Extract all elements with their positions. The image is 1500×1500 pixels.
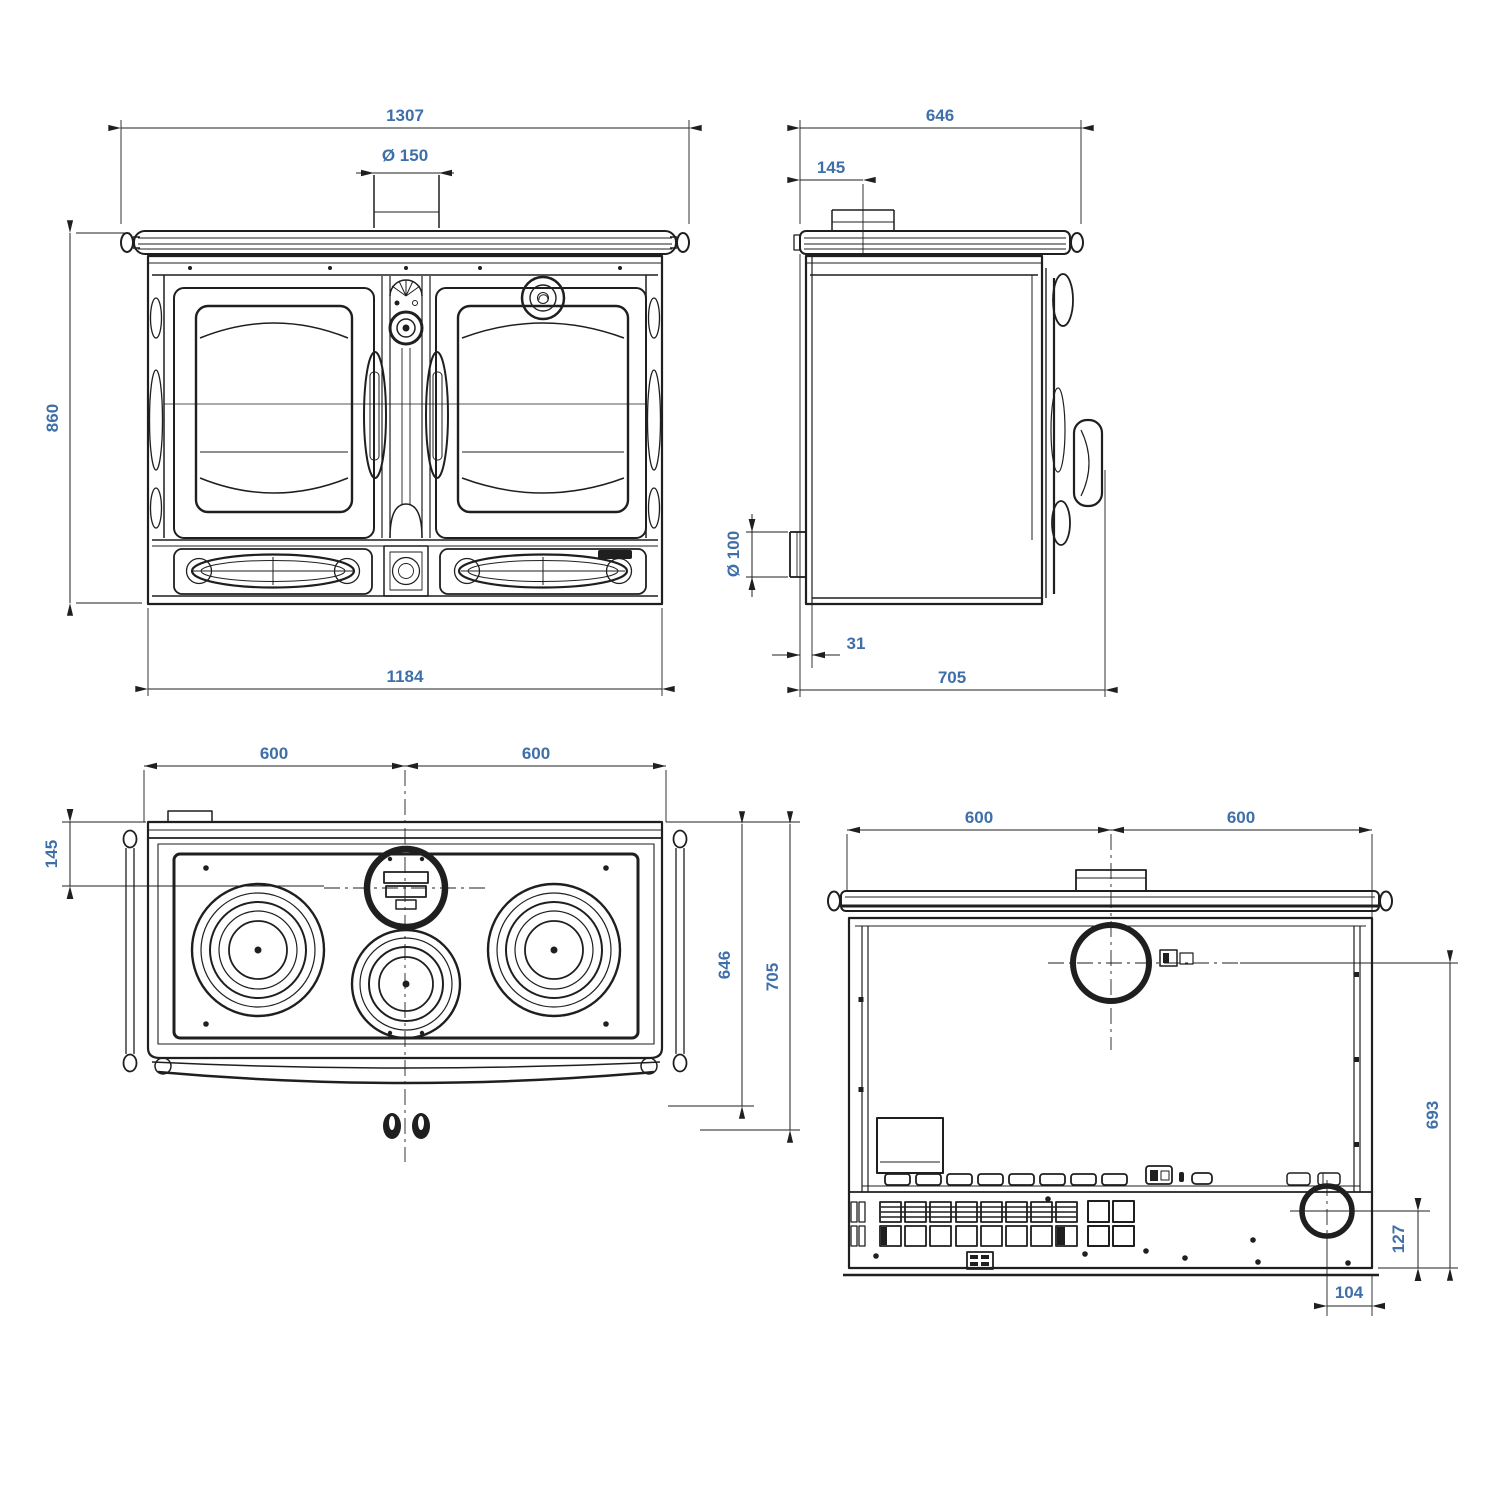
dim-side-flue-offset: 145 (817, 158, 845, 177)
rear-vent-row (884, 1165, 1341, 1186)
top-front-bumper (151, 1057, 661, 1085)
rear-junction-box (876, 1117, 944, 1174)
top-side-rail-right (672, 829, 688, 1073)
front-dimensions: 1307 Ø 150 860 1184 (43, 106, 702, 696)
dim-front-body-width: 1184 (387, 667, 424, 686)
oven-thermometer (520, 275, 566, 321)
side-view: 646 145 Ø 100 31 705 (724, 106, 1118, 697)
rear-smoke-outlet (1299, 1180, 1355, 1244)
top-side-rail-left (122, 829, 138, 1073)
rail-knob-left (120, 232, 140, 253)
top-door-knobs (383, 1113, 430, 1139)
burner-right (486, 882, 622, 1018)
damper-lever (167, 810, 213, 822)
air-control-knob (388, 310, 424, 346)
dim-rear-outlet-height: 127 (1389, 1225, 1408, 1253)
dim-top-right-half: 600 (522, 744, 550, 763)
dim-side-outlet-diameter: Ø 100 (724, 531, 743, 577)
rail-knob-right (1379, 890, 1393, 912)
burner-left (190, 882, 326, 1018)
rail-knob-right (670, 232, 690, 253)
dim-front-flue-diameter: Ø 150 (382, 146, 428, 165)
rear-flue-hole (1070, 922, 1194, 1004)
dim-top-overall-depth: 705 (763, 963, 782, 991)
rear-view: 600 600 693 127 104 (827, 808, 1458, 1316)
burner-center (350, 928, 462, 1040)
side-door-profile (1045, 268, 1104, 598)
dim-side-rear-offset: 31 (847, 634, 866, 653)
front-view: 1307 Ø 150 860 1184 (43, 106, 702, 696)
rear-vent-grid (850, 1196, 1351, 1270)
hinge-lower (1051, 500, 1071, 546)
front-center-column (381, 276, 431, 539)
front-drawer-band (152, 539, 658, 597)
front-door-handles (363, 351, 449, 479)
side-smoke-outlet (789, 531, 806, 578)
rear-towel-rail (827, 890, 1393, 912)
rail-knob-left (827, 890, 841, 912)
rear-body (843, 916, 1379, 1277)
dim-side-overall-depth: 705 (938, 668, 966, 687)
dim-side-top-depth: 646 (926, 106, 954, 125)
right-drawer (439, 548, 647, 595)
side-flue-stub (831, 209, 895, 231)
dim-front-overall-height: 860 (43, 404, 62, 432)
dim-top-left-half: 600 (260, 744, 288, 763)
dim-front-overall-width: 1307 (386, 106, 424, 125)
dim-rear-outlet-from-right: 104 (1335, 1283, 1364, 1302)
dim-rear-flue-height: 693 (1423, 1101, 1442, 1129)
front-right-oven-door (435, 275, 647, 539)
top-dimensions: 600 600 145 646 705 (42, 744, 800, 1162)
rail-knob-side (1070, 232, 1084, 253)
side-towel-rail (793, 230, 1084, 255)
side-body (804, 254, 1044, 606)
side-dimensions: 646 145 Ø 100 31 705 (724, 106, 1118, 697)
center-ash-panel (383, 545, 429, 597)
top-flue-collar (324, 845, 488, 931)
left-drawer (173, 548, 373, 595)
front-towel-rail (120, 230, 690, 255)
rear-dimensions: 600 600 693 127 104 (846, 808, 1458, 1316)
dim-top-body-depth: 646 (715, 951, 734, 979)
top-view: 600 600 145 646 705 (42, 744, 800, 1162)
front-flue-stub (373, 175, 440, 228)
rear-flue-stub (1075, 869, 1147, 891)
hinge-upper (1052, 273, 1074, 327)
dim-rear-right-half: 600 (1227, 808, 1255, 827)
side-door-handle (1072, 418, 1104, 508)
dim-rear-left-half: 600 (965, 808, 993, 827)
top-body-outline (146, 810, 664, 1060)
dim-top-flue-from-rear: 145 (42, 840, 61, 868)
front-left-oven-door (173, 287, 375, 539)
